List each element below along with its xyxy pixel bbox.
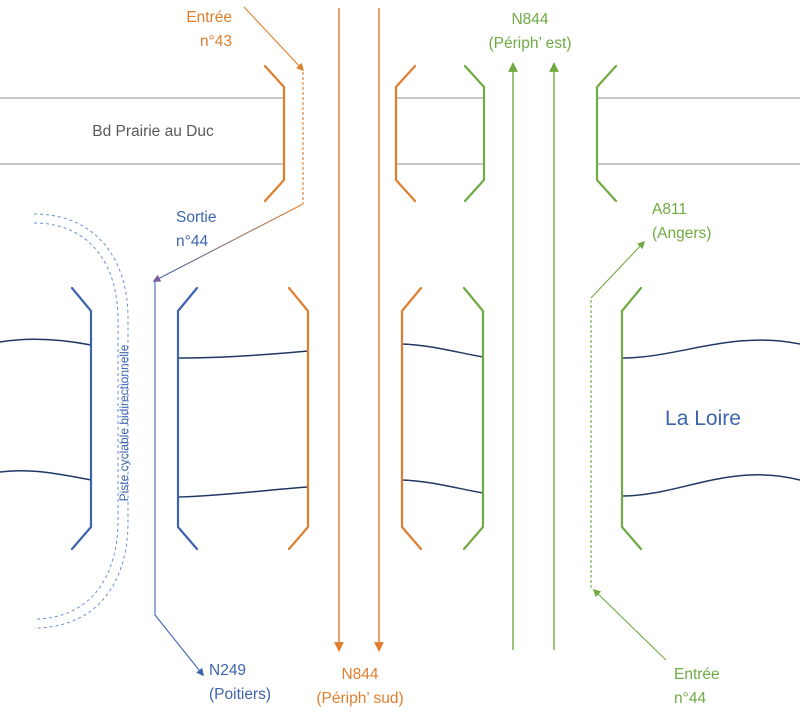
bd-prairie-label: Bd Prairie au Duc: [92, 123, 214, 140]
a811-arrow: [590, 240, 646, 299]
lower-bridge-green-2: [620, 286, 643, 551]
sortie-44-label-line1: Sortie: [176, 209, 217, 226]
river-bank-a-top: [177, 350, 309, 359]
lower-bridge-blue-1: [70, 286, 93, 551]
lower-bridge-orange-2: [400, 286, 423, 551]
a811-label-line2: (Angers): [652, 225, 711, 242]
upper-bridges: [263, 64, 618, 203]
entree-44-arrow: [592, 588, 667, 661]
upper-bridge-orange-right: [394, 64, 417, 203]
river-bank-b-top: [401, 343, 484, 358]
n249-label-line1: N249: [209, 662, 246, 679]
sortie-44-ramp: [152, 203, 304, 677]
upper-bridge-green-left: [463, 64, 486, 203]
n844-east-label-line2: (Périph’ est): [489, 35, 572, 52]
bike-path-inner-edge: [33, 222, 119, 620]
bike-path-label: Piste cyclable bidirectionnelle: [117, 344, 131, 501]
lower-bridge-green-1: [462, 286, 485, 551]
entree-43-label-line1: Entrée: [186, 9, 232, 26]
sortie-44-diagonal: [152, 203, 304, 282]
bike-path-outer-edge: [33, 213, 129, 629]
sortie-44-to-n249: [154, 281, 204, 677]
upper-bridge-orange-left: [263, 64, 286, 203]
n249-label-line2: (Poitiers): [209, 686, 271, 703]
labels: Entrée n°43 N844 (Périph’ est) Bd Prairi…: [92, 9, 741, 707]
entree-43-arrow: [243, 6, 305, 72]
entree-43-ramp: [243, 6, 305, 204]
entree-43-label-line2: n°43: [200, 33, 232, 50]
entree-44-ramp: [590, 240, 667, 661]
river-bank-right-bottom: [621, 473, 800, 497]
n844-east-label-line1: N844: [511, 11, 548, 28]
river-bank-left-top: [0, 338, 92, 346]
n844-south-label-line1: N844: [341, 666, 378, 683]
river-bank-right-top: [621, 339, 800, 359]
river-bank-left-bottom: [0, 469, 92, 481]
n844-south-lanes: [334, 8, 384, 652]
la-loire-label: La Loire: [665, 407, 741, 430]
n844-east-lanes: [508, 62, 559, 650]
a811-label-line1: A811: [652, 201, 687, 218]
lower-bridge-blue-2: [176, 286, 199, 551]
sortie-44-label-line2: n°44: [176, 233, 208, 250]
entree-44-label-line2: n°44: [674, 690, 706, 707]
lower-bridges: [70, 286, 643, 551]
bd-prairie-road: [0, 97, 800, 165]
river-bank-a-bottom: [177, 486, 309, 498]
upper-bridge-green-right: [595, 64, 618, 203]
bike-path: [33, 213, 129, 629]
entree-44-label-line1: Entrée: [674, 666, 720, 683]
river-bank-b-bottom: [401, 479, 484, 494]
river-banks: [0, 338, 800, 498]
lower-bridge-orange-1: [287, 286, 310, 551]
n844-south-label-line2: (Périph’ sud): [316, 690, 403, 707]
